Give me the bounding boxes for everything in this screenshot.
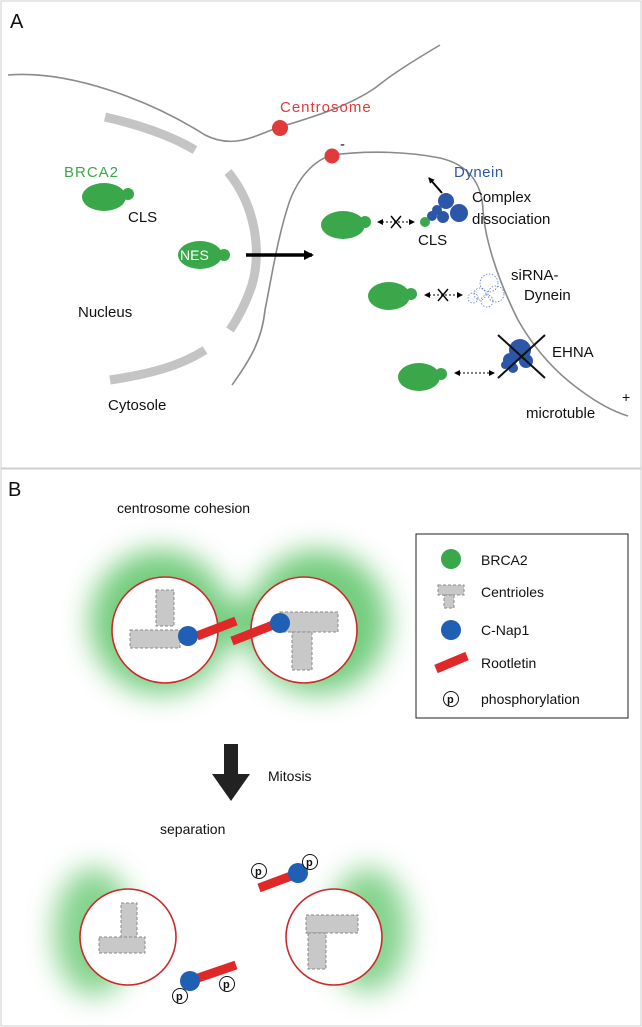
cls-label-right: CLS <box>418 232 447 249</box>
legend-rootletin-label: Rootletin <box>481 655 536 671</box>
blocked-interaction-2 <box>424 288 463 302</box>
legend-brca2-label: BRCA2 <box>481 552 528 568</box>
minus-end-label: - <box>340 136 345 153</box>
complex-label-line2: dissociation <box>472 211 550 228</box>
centrioles-left-cohesion <box>129 589 181 649</box>
ehna-cross <box>497 334 546 379</box>
cls-label-left: CLS <box>128 209 157 226</box>
panel-a-frame <box>0 0 642 469</box>
brca2-protein-row2 <box>368 282 417 310</box>
svg-text:p: p <box>223 979 230 991</box>
mitosis-label: Mitosis <box>268 768 312 784</box>
nuclear-envelope <box>103 112 261 385</box>
microtubule-label: microtuble <box>526 405 595 422</box>
brca2-protein-row1 <box>321 211 371 239</box>
dissociation-arrow <box>428 177 443 194</box>
legend-phosphorylation-swatch: p <box>443 691 459 707</box>
cls-bound-green-dot <box>420 217 430 227</box>
svg-text:p: p <box>447 694 454 706</box>
brca2-label: BRCA2 <box>64 164 119 181</box>
main-microtubule <box>231 151 629 417</box>
centrioles-right-separated <box>305 914 359 970</box>
panel-a-letter: A <box>10 11 24 33</box>
ehna-label: EHNA <box>552 344 594 361</box>
brca2-nes-protein <box>178 241 230 269</box>
legend-rootletin-swatch <box>434 651 469 674</box>
brca2-protein-row3 <box>398 363 447 391</box>
centrioles-right-cohesion <box>279 611 339 671</box>
rootletin-left-cohesion <box>195 616 238 641</box>
centrosome-label: Centrosome <box>280 99 372 116</box>
phospho-released-1: p <box>251 863 267 879</box>
svg-text:p: p <box>306 857 313 869</box>
rootletin-released <box>257 871 293 893</box>
legend-centrioles-swatch <box>437 584 465 609</box>
cnap1-right-cohesion <box>270 613 290 633</box>
cnap1-left-cohesion <box>178 626 198 646</box>
phospho-left-1: p <box>172 988 188 1004</box>
centrioles-left-separated <box>98 902 146 954</box>
nucleus-label: Nucleus <box>78 304 132 321</box>
phospho-released-2: p <box>302 854 318 870</box>
top-microtubule-line <box>7 44 441 143</box>
legend-phosphorylation-label: phosphorylation <box>481 691 580 707</box>
rootletin-right-cohesion <box>230 620 275 646</box>
svg-text:p: p <box>176 991 183 1003</box>
plus-end-label: + <box>622 389 630 405</box>
separation-label: separation <box>160 821 225 837</box>
legend-cnap1-label: C-Nap1 <box>481 622 529 638</box>
cnap1-left-separated <box>180 971 200 991</box>
sirna-label-line2: Dynein <box>524 287 571 304</box>
dynein-complex <box>427 193 468 223</box>
centrosome-marker-minus <box>324 148 340 164</box>
complex-label-line1: Complex <box>472 189 532 206</box>
brca2-protein-nucleus <box>82 183 134 211</box>
panel-b-letter: B <box>8 479 21 501</box>
legend-centrioles-label: Centrioles <box>481 584 544 600</box>
sirna-label-line1: siRNA- <box>511 267 559 284</box>
rootletin-left-separated <box>196 960 238 983</box>
legend-cnap1-swatch <box>441 620 461 640</box>
sirna-depleted-dynein <box>467 273 505 308</box>
centrosome-marker-top <box>272 120 288 136</box>
dynein-label: Dynein <box>454 164 504 181</box>
centrosome-right-separated <box>285 888 383 986</box>
cnap1-released <box>288 863 308 883</box>
mitosis-arrow <box>212 744 250 801</box>
legend-brca2-swatch <box>441 549 461 569</box>
blocked-interaction-1 <box>377 215 415 229</box>
cohesion-label: centrosome cohesion <box>117 500 250 516</box>
cytosole-label: Cytosole <box>108 397 166 414</box>
phospho-left-2: p <box>219 976 235 992</box>
svg-text:p: p <box>255 866 262 878</box>
nes-label: NES <box>180 247 209 263</box>
